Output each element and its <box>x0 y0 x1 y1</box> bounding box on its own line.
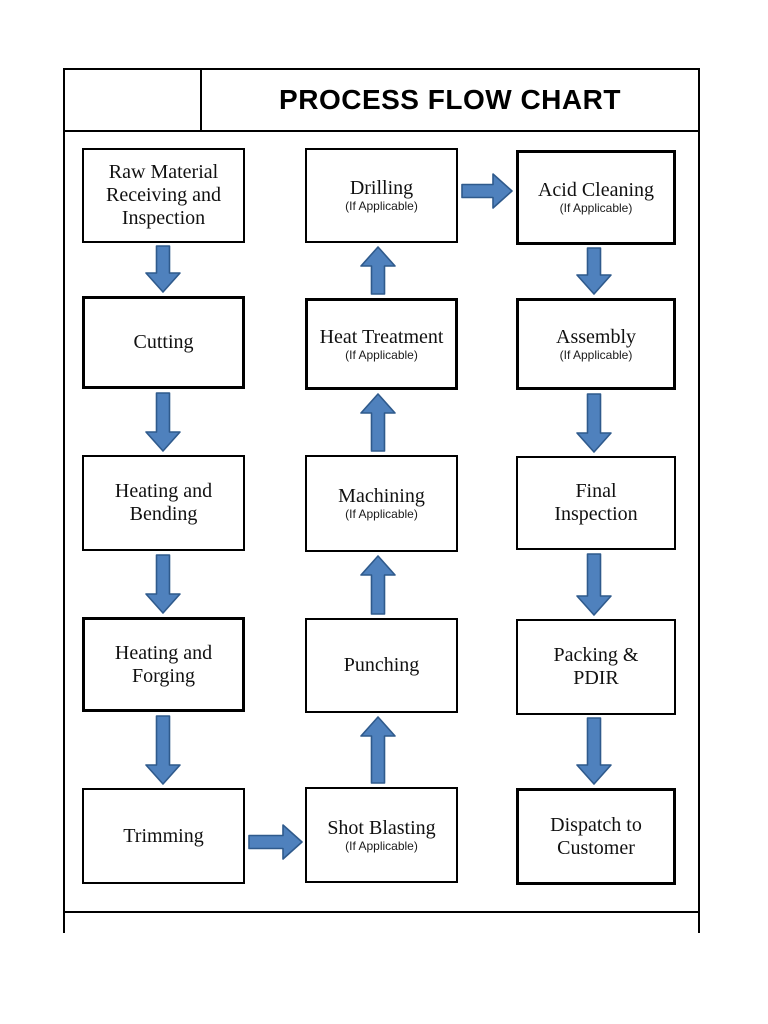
header-empty-cell <box>65 70 202 130</box>
process-box-label: Machining <box>338 485 425 508</box>
process-box-label: Assembly <box>556 325 636 348</box>
chart-header: PROCESS FLOW CHART <box>65 70 698 132</box>
process-box-label: Final Inspection <box>554 480 638 525</box>
process-box-label: Heating and Forging <box>114 641 213 687</box>
process-box-acid-cleaning: Acid Cleaning (If Applicable) <box>516 150 676 245</box>
process-box-label: Dispatch to Customer <box>550 813 642 859</box>
process-box-packing-pdir: Packing & PDIR <box>516 619 676 715</box>
process-box-heating-bending: Heating and Bending <box>82 455 245 551</box>
table-continuation <box>63 913 700 933</box>
process-box-label: Trimming <box>123 824 204 847</box>
process-box-sublabel: (If Applicable) <box>559 201 633 216</box>
process-box-sublabel: (If Applicable) <box>345 838 418 853</box>
process-box-sublabel: (If Applicable) <box>559 347 633 362</box>
process-box-cutting: Cutting <box>82 296 245 389</box>
process-box-trimming: Trimming <box>82 788 245 884</box>
process-box-machining: Machining (If Applicable) <box>305 455 458 552</box>
process-box-label: Punching <box>343 654 420 676</box>
process-box-drilling: Drilling (If Applicable) <box>305 148 458 243</box>
process-box-sublabel: (If Applicable) <box>345 199 418 214</box>
process-box-heating-forging: Heating and Forging <box>82 617 245 712</box>
process-box-label: Drilling <box>349 177 414 200</box>
process-box-label: Raw Material Receiving and Inspection <box>106 161 221 229</box>
process-box-label: Acid Cleaning <box>537 179 655 202</box>
process-box-label: Heating and Bending <box>114 480 213 525</box>
process-box-assembly: Assembly (If Applicable) <box>516 298 676 390</box>
process-box-sublabel: (If Applicable) <box>345 347 418 362</box>
process-box-sublabel: (If Applicable) <box>345 507 418 522</box>
process-box-punching: Punching <box>305 618 458 713</box>
process-box-shot-blasting: Shot Blasting (If Applicable) <box>305 787 458 883</box>
process-box-raw-material: Raw Material Receiving and Inspection <box>82 148 245 243</box>
page-title: PROCESS FLOW CHART <box>279 84 621 115</box>
process-box-label: Packing & PDIR <box>553 644 639 689</box>
process-box-heat-treatment: Heat Treatment (If Applicable) <box>305 298 458 390</box>
process-box-dispatch: Dispatch to Customer <box>516 788 676 885</box>
process-box-label: Cutting <box>133 331 194 353</box>
process-box-label: Heat Treatment <box>319 325 444 348</box>
process-box-label: Shot Blasting <box>327 816 436 839</box>
process-box-final-inspection: Final Inspection <box>516 456 676 550</box>
